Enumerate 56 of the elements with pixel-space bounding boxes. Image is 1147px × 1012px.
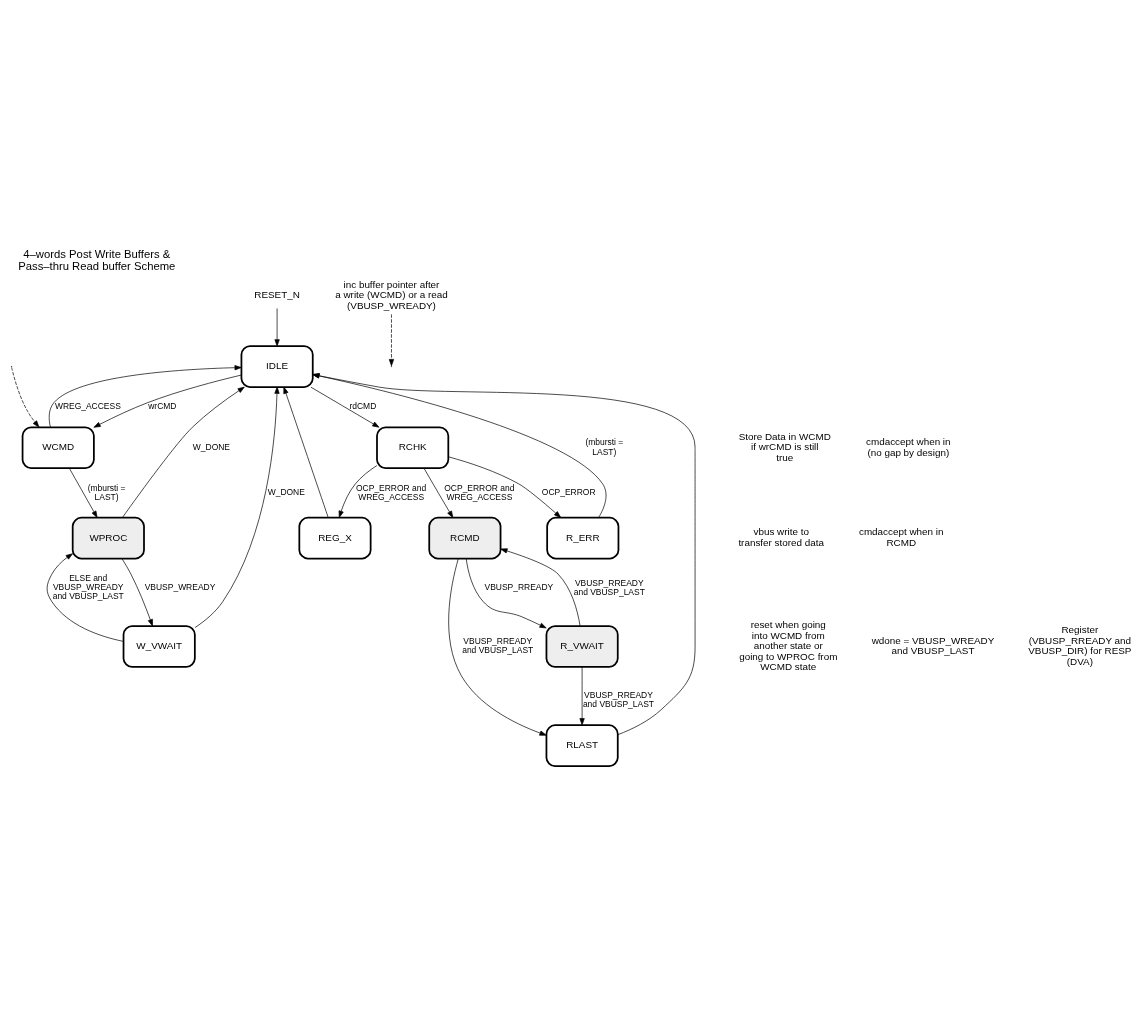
arrow — [283, 386, 329, 518]
arrow — [579, 666, 585, 726]
arrow — [194, 386, 280, 628]
arrow — [46, 553, 124, 642]
node-box: RCHK — [376, 426, 450, 470]
node-box: WPROC — [71, 516, 145, 560]
node-text: RESET_N — [254, 289, 300, 301]
arrow — [465, 558, 547, 629]
edge-label: VBUSP_RREADY and VBUSP_LAST — [582, 690, 655, 710]
arrow — [69, 468, 98, 518]
label: cmdaccept when in (no gap by design) — [866, 436, 951, 458]
node-box: W_VWAIT — [122, 625, 196, 668]
arrow — [312, 373, 607, 518]
node-box: WCMD — [21, 426, 95, 470]
edge-label: ELSE and VBUSP_WREADY and VBUSP_LAST — [52, 572, 124, 602]
edge-label: WREG_ACCESS — [54, 401, 121, 412]
edge-label: VBUSP_RREADY — [484, 582, 554, 593]
edge-label: VBUSP_WREADY — [144, 582, 216, 593]
arrow — [312, 373, 696, 736]
diagram-title: 4–words Post Write Buffers & Pass–thru Read buffer Scheme — [18, 247, 176, 273]
arrow — [121, 558, 153, 627]
node-box: IDLE — [240, 345, 314, 388]
arrow — [93, 374, 242, 428]
node-box: REG_X — [298, 516, 372, 560]
edge-label: OCP_ERROR and WREG_ACCESS — [356, 482, 427, 502]
arrow — [448, 558, 547, 736]
edge-label: OCP_ERROR and WREG_ACCESS — [444, 482, 515, 502]
arrow — [338, 465, 378, 518]
arrow — [274, 308, 280, 347]
node-text: inc buffer pointer after a write (WCMD) or a read (VBUSP_WREADY) — [335, 278, 448, 311]
edge-label: W_DONE — [192, 441, 231, 452]
arrow — [48, 365, 242, 428]
node-box: R_ERR — [546, 516, 620, 560]
label: Store Data in WCMD if wrCMD is still true — [738, 430, 831, 463]
edge-label: W_DONE — [267, 487, 305, 498]
node-box: RCMD — [428, 516, 502, 560]
label: reset when going into WCMD from another state or going to WPROC from WCMD state — [739, 618, 838, 673]
arrow — [448, 456, 561, 518]
arrow — [310, 386, 380, 428]
edge-label: VBUSP_RREADY and VBUSP_LAST — [573, 577, 645, 597]
arrow — [122, 386, 245, 518]
edge-label: (mbursti = LAST) — [87, 482, 126, 502]
edge-label: wrCMD — [148, 401, 177, 412]
arrow — [500, 548, 581, 627]
label: vbus write to transfer stored data — [738, 526, 825, 549]
edge-label: rdCMD — [349, 401, 377, 412]
edge-label: (mbursti = LAST) — [585, 437, 624, 457]
label: wdone = VBUSP_WREADY and VBUSP_LAST — [871, 634, 995, 657]
node-box: RLAST — [545, 724, 619, 768]
edge-label: VBUSP_RREADY and VBUSP_LAST — [462, 636, 534, 656]
label: cmdaccept when in RCMD — [858, 526, 944, 549]
label: Register (VBUSP_RREADY and VBUSP_DIR) for RESP (DVA) — [1028, 624, 1132, 667]
arrow — [423, 468, 454, 518]
edge-label: OCP_ERROR — [541, 487, 596, 498]
arrow — [11, 367, 40, 428]
node-box: R_VWAIT — [545, 625, 619, 668]
